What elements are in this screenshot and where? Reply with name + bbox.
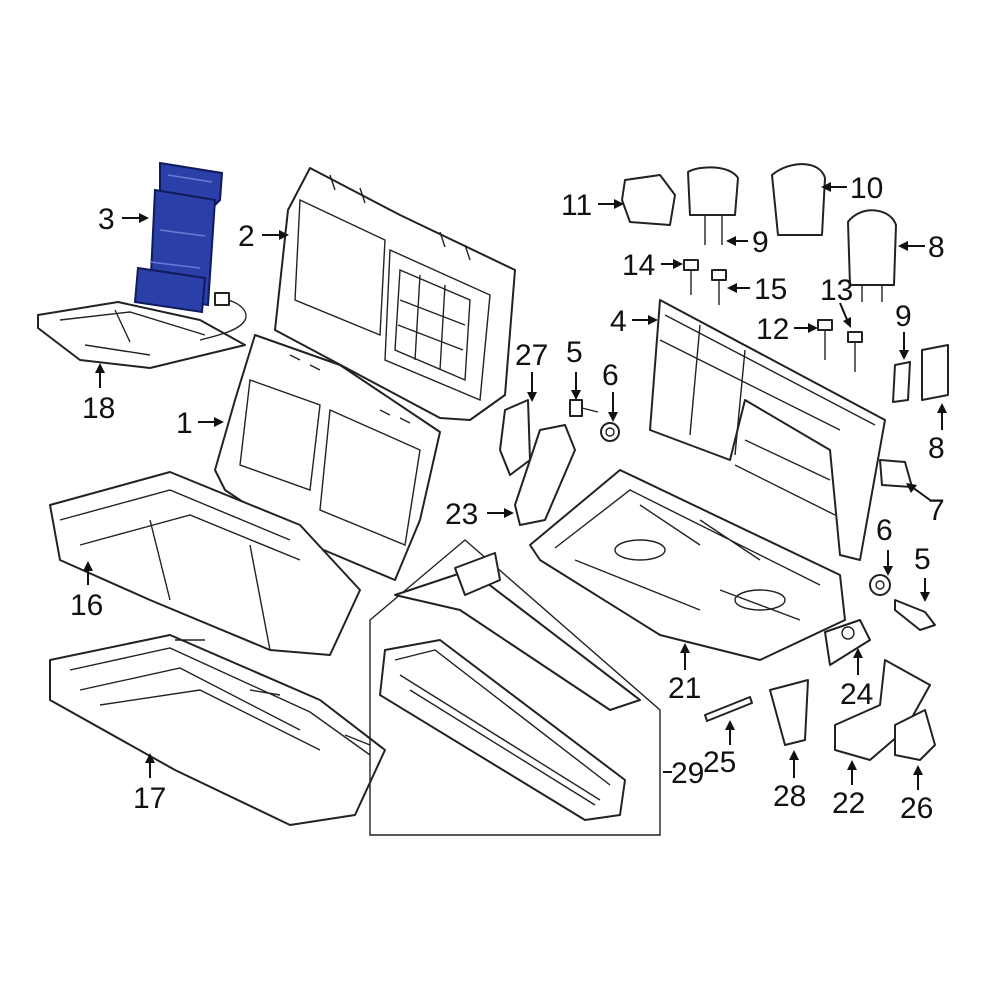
- callout-4[interactable]: 4: [610, 305, 627, 338]
- part-5-bolt: [569, 399, 599, 417]
- callout-6a[interactable]: 6: [602, 359, 619, 392]
- callout-5a[interactable]: 5: [566, 336, 583, 369]
- callout-7[interactable]: 7: [928, 494, 945, 527]
- callout-9[interactable]: 9: [895, 300, 912, 333]
- part-16-headrest-guide: [683, 259, 699, 295]
- part-12-headrest: [771, 163, 826, 236]
- callout-5b[interactable]: 5: [914, 543, 931, 576]
- part-19-seat-cushion-frame: [49, 634, 386, 826]
- part-4-seat-back-frame: [649, 299, 886, 561]
- part-29-storage-bin: [369, 539, 661, 836]
- callout-25[interactable]: 25: [703, 746, 736, 779]
- part-17-headrest-guide: [711, 269, 727, 305]
- part-22-hinge-assembly: [834, 659, 931, 761]
- part-11-headrest: [687, 166, 739, 245]
- callout-2[interactable]: 2: [238, 220, 255, 253]
- callout-22[interactable]: 22: [832, 787, 865, 820]
- part-23-bracket: [514, 424, 576, 526]
- part-2-seat-back-shell: [274, 167, 516, 421]
- callout-1[interactable]: 1: [176, 407, 193, 440]
- part-5-bolt-right: [894, 599, 936, 631]
- callout-29[interactable]: 29: [671, 757, 704, 790]
- callout-15[interactable]: 13: [820, 274, 853, 307]
- callout-6b[interactable]: 6: [876, 514, 893, 547]
- callout-23[interactable]: 23: [445, 498, 478, 531]
- callout-19[interactable]: 17: [133, 782, 166, 815]
- part-25-strip: [704, 696, 753, 722]
- part-7-plate: [879, 459, 913, 488]
- callout-13[interactable]: 11: [561, 189, 592, 222]
- part-27-trim-panel: [499, 399, 531, 476]
- callout-10[interactable]: 8: [928, 231, 945, 264]
- callout-20[interactable]: 18: [82, 392, 115, 425]
- part-26-cover: [894, 709, 936, 761]
- callout-labels: 3 2 18 1 16 17 11 9 10 8 14 15 13 12 4 9…: [70, 172, 945, 815]
- callout-11[interactable]: 9: [752, 226, 769, 259]
- callout-27[interactable]: 27: [515, 339, 548, 372]
- part-20-heater-mat: [37, 292, 247, 369]
- part-18-seat-cushion-cover: [49, 471, 361, 656]
- callout-21[interactable]: 21: [668, 672, 701, 705]
- callout-3[interactable]: 3: [98, 203, 115, 236]
- callout-16[interactable]: 14: [622, 249, 655, 282]
- part-8-bracket: [921, 344, 949, 401]
- part-6-washer: [600, 422, 620, 442]
- part-24-bracket: [824, 619, 871, 666]
- callout-leaders: [83, 182, 947, 790]
- part-9-bracket: [892, 361, 911, 403]
- callout-26[interactable]: 26: [900, 792, 933, 825]
- part-10-headrest: [847, 209, 897, 302]
- part-6-washer-right: [869, 574, 891, 596]
- callout-17[interactable]: 15: [754, 273, 787, 306]
- callout-28[interactable]: 28: [773, 780, 806, 813]
- callout-18[interactable]: 16: [70, 589, 103, 622]
- part-21-cushion-pan: [529, 469, 846, 661]
- part-3-seat-back-pad[interactable]: [133, 161, 224, 314]
- callout-12[interactable]: 10: [850, 172, 883, 205]
- part-28-bracket: [769, 679, 809, 746]
- part-15-headrest-guide: [847, 331, 863, 372]
- part-13-headrest: [621, 174, 676, 226]
- callout-14[interactable]: 12: [756, 313, 789, 346]
- callout-8[interactable]: 8: [928, 432, 945, 465]
- callout-24[interactable]: 24: [840, 678, 873, 711]
- part-14-headrest-guide: [817, 319, 833, 360]
